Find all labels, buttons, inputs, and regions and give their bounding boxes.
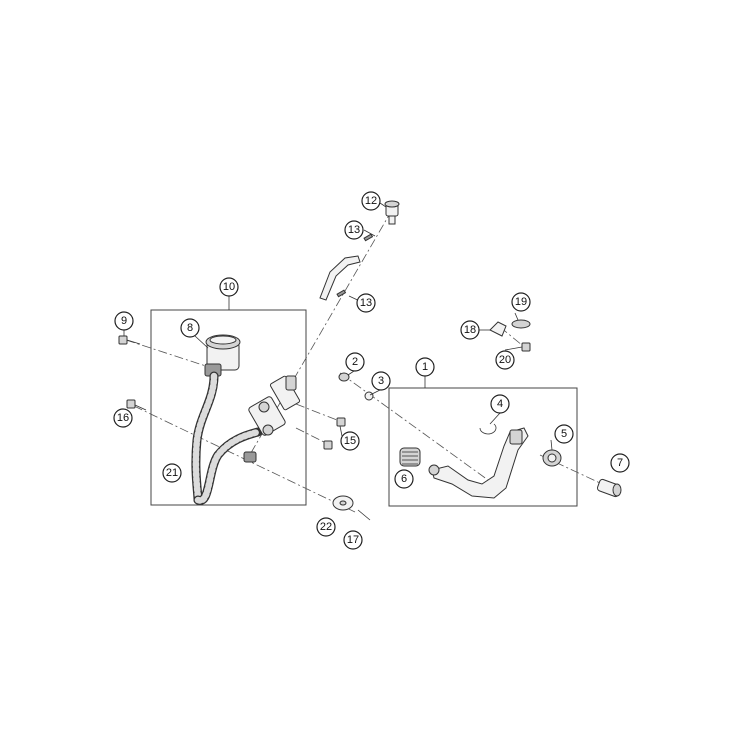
callout-16: 16: [113, 408, 133, 428]
master-cylinder-part: [243, 375, 301, 463]
callout-label: 12: [365, 195, 377, 207]
nut-20-part: [521, 342, 531, 352]
nut-15-upper: [336, 417, 346, 427]
callout-label: 2: [352, 356, 358, 368]
callout-label: 15: [344, 435, 356, 447]
callout-label: 20: [499, 354, 511, 366]
callout-22: 22: [316, 517, 336, 537]
callout-label: 9: [121, 315, 127, 327]
callout-7: 7: [610, 453, 630, 473]
hose-clamp-upper: [363, 233, 374, 242]
callout-4: 4: [490, 394, 510, 414]
callout-5: 5: [554, 424, 574, 444]
callout-18: 18: [460, 320, 480, 340]
callout-20: 20: [495, 350, 515, 370]
bearing-part: [542, 449, 562, 467]
callout-label: 7: [617, 457, 623, 469]
callout-3: 3: [371, 371, 391, 391]
callout-label: 5: [561, 428, 567, 440]
bushing-3-part: [364, 391, 374, 401]
spring-19-part: [511, 319, 531, 329]
nut-15-lower: [323, 440, 333, 450]
return-spring-part: [399, 447, 421, 467]
brake-pedal-part: [428, 427, 529, 499]
callout-2: 2: [345, 352, 365, 372]
callout-label: 17: [347, 534, 359, 546]
callout-6: 6: [394, 469, 414, 489]
callout-label: 16: [117, 412, 129, 424]
bolt-9-part: [118, 335, 141, 345]
callout-9: 9: [114, 311, 134, 331]
cap-fitting-part: [384, 200, 400, 225]
callout-17: 17: [343, 530, 363, 550]
bolt-7-part: [596, 478, 622, 498]
callout-1: 1: [415, 357, 435, 377]
callout-label: 4: [497, 398, 503, 410]
brake-fluid-reservoir-part: [204, 334, 241, 377]
callout-label: 22: [320, 521, 332, 533]
callout-13-lower: 13: [356, 293, 376, 313]
callout-label: 19: [515, 296, 527, 308]
breather-hose-part: [319, 255, 361, 301]
callout-label: 13: [360, 297, 372, 309]
hose-clamp-lower: [336, 289, 347, 298]
callout-label: 1: [422, 361, 428, 373]
callout-label: 13: [348, 224, 360, 236]
bolt-16-part: [126, 399, 147, 411]
circlip-part: [479, 423, 497, 435]
nut-2-part: [338, 372, 350, 382]
assembly-box-brake-pedal: [388, 387, 578, 507]
assembly-box-master-cylinder: [150, 309, 307, 506]
callout-label: 3: [378, 375, 384, 387]
callout-label: 8: [187, 322, 193, 334]
cotter-pin-part: [357, 509, 371, 521]
callout-label: 18: [464, 324, 476, 336]
washer-part: [332, 495, 354, 511]
callout-8: 8: [180, 318, 200, 338]
brake-hose-part: [191, 371, 263, 505]
callout-13-upper: 13: [344, 220, 364, 240]
callout-21: 21: [162, 463, 182, 483]
callout-10: 10: [219, 277, 239, 297]
callout-19: 19: [511, 292, 531, 312]
bracket-18-part: [489, 321, 507, 337]
callout-label: 6: [401, 473, 407, 485]
callout-label: 21: [166, 467, 178, 479]
callout-12: 12: [361, 191, 381, 211]
callout-label: 10: [223, 281, 235, 293]
callout-15: 15: [340, 431, 360, 451]
